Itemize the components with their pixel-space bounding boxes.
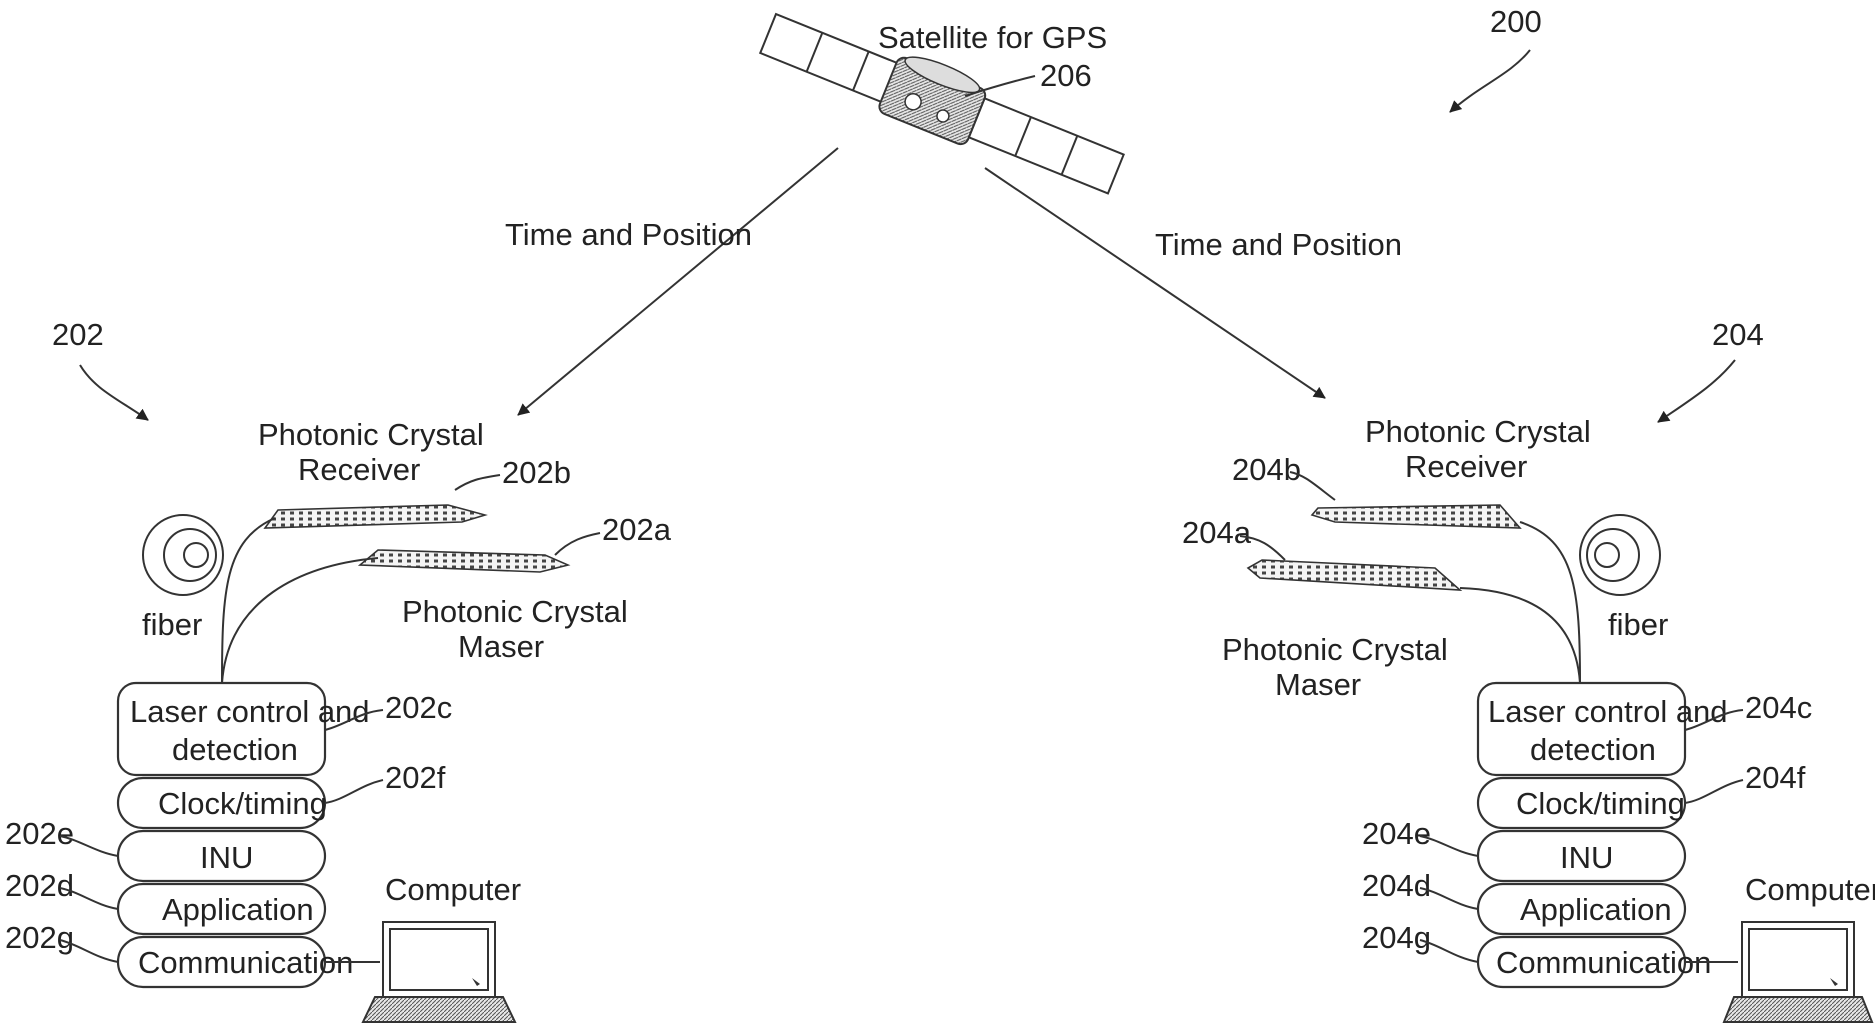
right-communication-label: Communication bbox=[1496, 945, 1711, 980]
right-maser-crystal bbox=[1248, 560, 1460, 590]
left-maser-crystal bbox=[360, 550, 568, 572]
right-system-ref: 204 bbox=[1712, 317, 1764, 352]
right-clock-label: Clock/timing bbox=[1516, 786, 1685, 821]
right-receiver-label-line1: Photonic Crystal bbox=[1365, 414, 1591, 449]
left-system: 202 Photonic Crystal Receiver 202b 202a … bbox=[5, 317, 672, 1022]
right-computer-label: Computer bbox=[1745, 872, 1875, 907]
time-position-label-right: Time and Position bbox=[1155, 227, 1402, 262]
left-receiver-ref-leader bbox=[455, 475, 500, 490]
left-maser-ref-leader bbox=[555, 533, 600, 555]
right-communication-ref: 204g bbox=[1362, 920, 1431, 955]
satellite-ref: 206 bbox=[1040, 58, 1092, 93]
right-application-ref: 204d bbox=[1362, 868, 1431, 903]
right-laser-control-line2: detection bbox=[1530, 732, 1656, 767]
right-inu-ref: 204e bbox=[1362, 816, 1431, 851]
left-communication-ref: 202g bbox=[5, 920, 74, 955]
left-receiver-crystal bbox=[265, 505, 485, 528]
left-laptop-icon bbox=[363, 922, 515, 1022]
left-fiber-coil bbox=[143, 515, 223, 595]
left-maser-ref: 202a bbox=[602, 512, 672, 547]
satellite-label: Satellite for GPS bbox=[878, 20, 1107, 55]
left-application-ref: 202d bbox=[5, 868, 74, 903]
left-receiver-label-line1: Photonic Crystal bbox=[258, 417, 484, 452]
right-receiver-crystal bbox=[1312, 505, 1520, 528]
right-system: 204 Photonic Crystal Receiver 204b 204a … bbox=[1182, 317, 1875, 1022]
time-position-arrow-right bbox=[985, 168, 1325, 398]
figure-number: 200 bbox=[1490, 4, 1542, 39]
left-laser-control-line2: detection bbox=[172, 732, 298, 767]
right-maser-label-line1: Photonic Crystal bbox=[1222, 632, 1448, 667]
left-clock-label: Clock/timing bbox=[158, 786, 327, 821]
time-position-label-left: Time and Position bbox=[505, 217, 752, 252]
left-clock-leader bbox=[325, 780, 383, 803]
figure-number-arrow bbox=[1450, 50, 1530, 112]
right-clock-ref: 204f bbox=[1745, 760, 1806, 795]
time-position-arrow-left bbox=[518, 148, 838, 415]
left-maser-label-line2: Maser bbox=[458, 629, 544, 664]
left-fiber-to-receiver bbox=[222, 518, 275, 683]
right-maser-label-line2: Maser bbox=[1275, 667, 1361, 702]
left-laser-control-ref: 202c bbox=[385, 690, 452, 725]
left-laser-control-line1: Laser control and bbox=[130, 694, 370, 729]
left-maser-label-line1: Photonic Crystal bbox=[402, 594, 628, 629]
right-fiber-to-maser bbox=[1460, 588, 1580, 683]
right-application-label: Application bbox=[1520, 892, 1672, 927]
left-receiver-ref: 202b bbox=[502, 455, 571, 490]
left-communication-label: Communication bbox=[138, 945, 353, 980]
left-inu-ref: 202e bbox=[5, 816, 74, 851]
left-application-label: Application bbox=[162, 892, 314, 927]
right-laser-control-line1: Laser control and bbox=[1488, 694, 1728, 729]
right-receiver-ref: 204b bbox=[1232, 452, 1301, 487]
left-receiver-label-line2: Receiver bbox=[298, 452, 420, 487]
left-system-ref: 202 bbox=[52, 317, 104, 352]
right-maser-ref: 204a bbox=[1182, 515, 1252, 550]
right-fiber-coil bbox=[1580, 515, 1660, 595]
left-system-ref-arrow bbox=[80, 365, 148, 420]
right-clock-leader bbox=[1685, 780, 1743, 803]
left-clock-ref: 202f bbox=[385, 760, 446, 795]
left-fiber-label: fiber bbox=[142, 607, 202, 642]
right-laptop-icon bbox=[1724, 922, 1872, 1022]
right-laser-control-ref: 204c bbox=[1745, 690, 1812, 725]
left-inu-label: INU bbox=[200, 840, 253, 875]
left-computer-label: Computer bbox=[385, 872, 521, 907]
right-inu-label: INU bbox=[1560, 840, 1613, 875]
left-fiber-to-maser bbox=[222, 558, 378, 683]
right-receiver-label-line2: Receiver bbox=[1405, 449, 1527, 484]
right-fiber-label: fiber bbox=[1608, 607, 1668, 642]
right-system-ref-arrow bbox=[1658, 360, 1735, 422]
